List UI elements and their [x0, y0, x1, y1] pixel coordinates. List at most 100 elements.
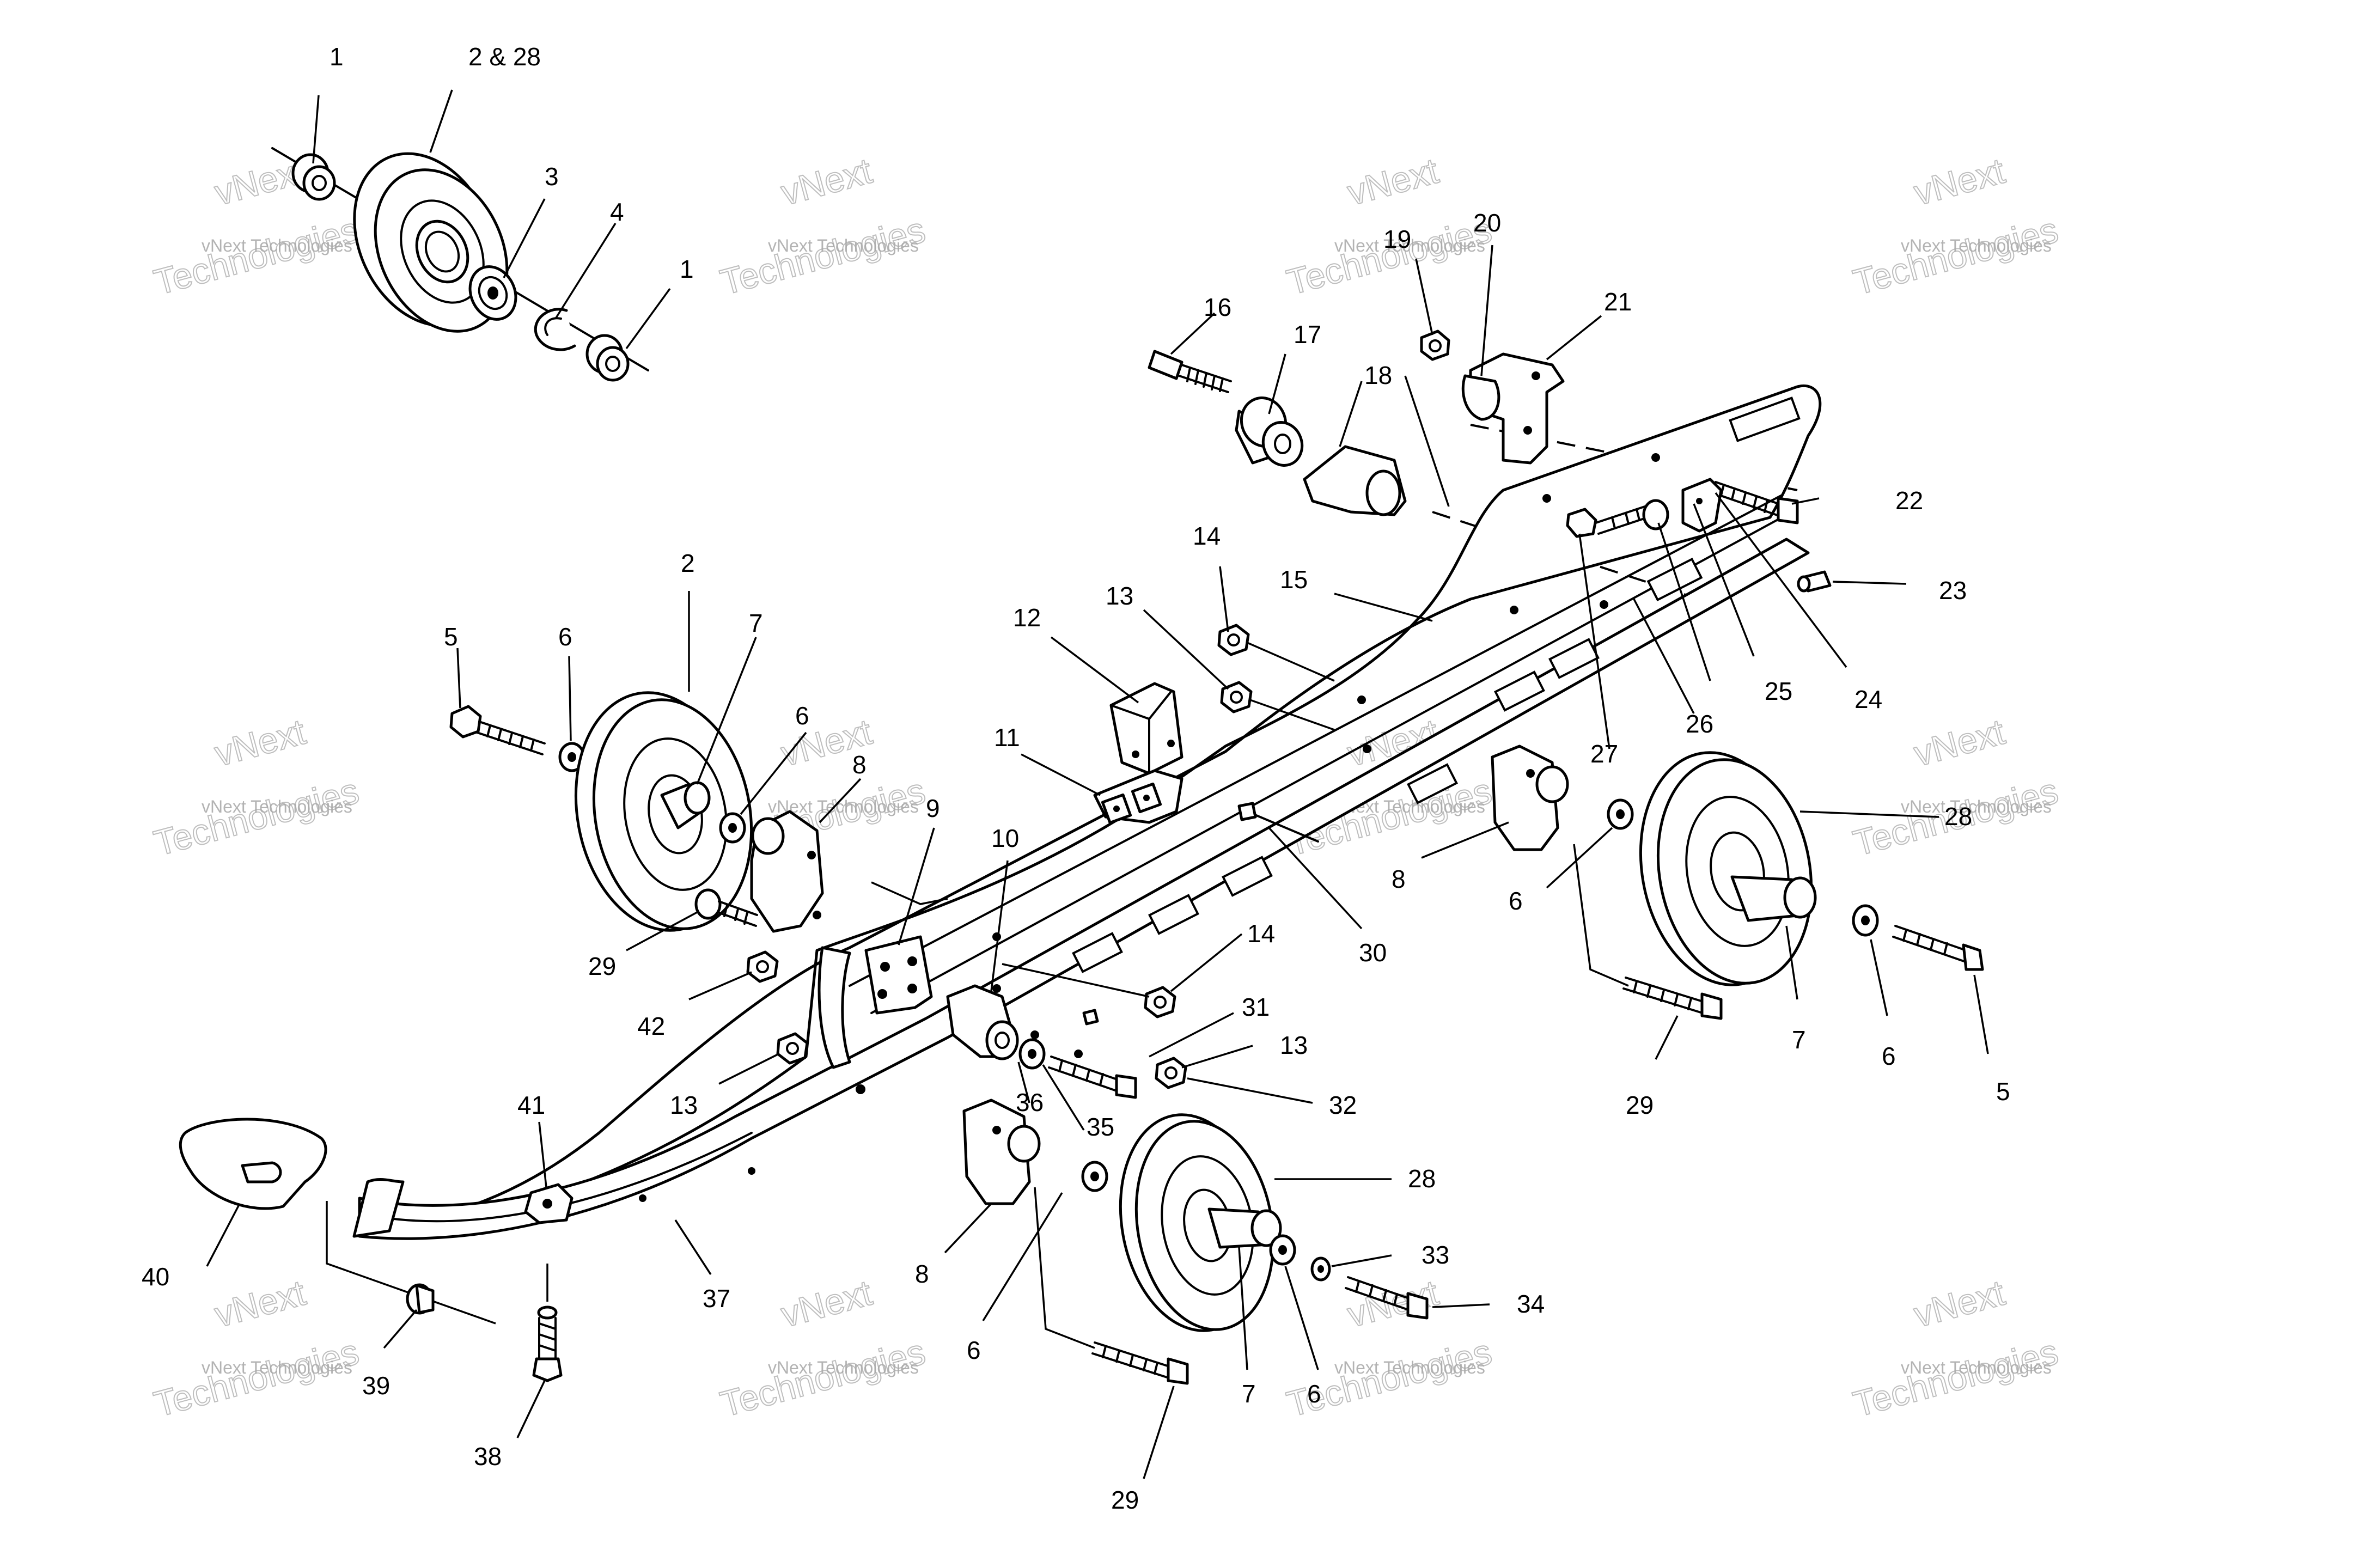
front-wheel-2 [449, 691, 948, 1065]
rail-front-plate [818, 946, 851, 1069]
washer-36 [1018, 1038, 1046, 1070]
callout-7: 7 [1242, 1380, 1256, 1408]
callout-13: 13 [1280, 1031, 1308, 1059]
watermark-big: Technologies [716, 1331, 929, 1424]
plate-9 [864, 935, 933, 1015]
pin-23 [1797, 570, 1832, 593]
watermark-big: Technologies [1283, 209, 1496, 302]
rail-hole [992, 932, 1001, 941]
callout-8: 8 [1392, 865, 1406, 893]
callout-12: 12 [1013, 603, 1041, 632]
pin-31 [1082, 1009, 1099, 1026]
shock-mount-8-b [962, 1099, 1041, 1205]
callout-27: 27 [1590, 740, 1618, 768]
nut-41 [524, 1183, 574, 1224]
callout-28: 28 [1944, 802, 1972, 831]
nut-19 [1420, 330, 1450, 361]
callout-39: 39 [362, 1371, 390, 1400]
callout-29: 29 [588, 952, 616, 980]
callout-24: 24 [1854, 685, 1882, 713]
nut-13-left [776, 1032, 809, 1065]
rail-hole [1030, 1030, 1039, 1039]
watermark: vNext vNext Technologies Technologies [716, 150, 930, 303]
callout-38: 38 [474, 1442, 502, 1471]
washer-6-f [1852, 904, 1879, 937]
callout-37: 37 [703, 1284, 730, 1313]
callout-30: 30 [1359, 938, 1387, 967]
rail-front-tip [352, 1178, 405, 1238]
watermark-big: Technologies [1283, 1331, 1496, 1424]
callout-11: 11 [994, 723, 1020, 752]
rear-wheel-28 [1491, 745, 1984, 1020]
callout-35: 35 [1087, 1113, 1114, 1141]
callout-6: 6 [1307, 1380, 1321, 1408]
middle-parts [1093, 624, 1335, 843]
callout-13: 13 [670, 1091, 698, 1119]
wheel-2 [574, 691, 753, 932]
plug-39 [406, 1283, 435, 1315]
bushing-1-right [585, 334, 630, 382]
watermark-line: vNext Technologies [202, 797, 352, 816]
hidden-line [1034, 1187, 1095, 1349]
callout-7: 7 [1792, 1026, 1806, 1054]
leader-lines [206, 89, 1989, 1479]
watermark-brand: vNext [1910, 711, 2009, 774]
bearing-3 [468, 265, 517, 321]
callout-25: 25 [1765, 677, 1792, 705]
callout-18: 18 [1364, 361, 1392, 389]
washer-6-b [719, 812, 746, 844]
rail-slot [1494, 670, 1545, 712]
idler-wheel-assembly-detail [271, 147, 649, 382]
rail-hole [1510, 606, 1518, 614]
watermark-brand: vNext [210, 1272, 309, 1335]
rail-slot [1407, 763, 1458, 804]
callout-41: 41 [517, 1091, 545, 1119]
watermark-big: Technologies [150, 209, 363, 302]
callout-6: 6 [1882, 1042, 1896, 1070]
callout-labels: 1 2 & 28 3 4 1 16 17 18 19 20 21 22 23 2… [142, 42, 2010, 1514]
callout-42: 42 [637, 1012, 665, 1040]
watermark-brand: vNext [210, 711, 309, 774]
callout-33: 33 [1422, 1241, 1449, 1269]
watermark-line: vNext Technologies [1901, 1358, 2052, 1377]
rail-upper-plate [355, 385, 1822, 1228]
bolt-29-c [1622, 977, 1723, 1020]
rail-hole [748, 1167, 755, 1175]
wheel-28-lower [1119, 1113, 1282, 1332]
spacer-17 [1235, 396, 1304, 467]
callout-2-and-28: 2 & 28 [468, 42, 541, 71]
callout-14: 14 [1193, 522, 1221, 550]
bumper-18 [1303, 445, 1407, 516]
callout-23: 23 [1939, 576, 1967, 605]
callout-32: 32 [1329, 1091, 1357, 1119]
hidden-line [871, 881, 948, 905]
wheel-28-rear [1639, 751, 1817, 986]
callout-1: 1 [330, 42, 344, 71]
callout-36: 36 [1016, 1088, 1044, 1116]
callout-7: 7 [749, 609, 763, 637]
callout-5: 5 [1996, 1077, 2010, 1106]
watermark: vNext vNext Technologies Technologies [149, 1272, 363, 1425]
callout-5: 5 [444, 623, 458, 651]
callout-6: 6 [795, 701, 809, 730]
callout-4: 4 [610, 198, 624, 226]
shock-mount-8-a [750, 810, 824, 933]
watermark-big: Technologies [1849, 1331, 2062, 1424]
rail-slot [1729, 396, 1801, 442]
rail-hole [856, 1084, 865, 1094]
watermark: vNext vNext Technologies Technologies [149, 711, 363, 864]
callout-22: 22 [1895, 486, 1923, 515]
rail-hole [1357, 695, 1366, 704]
bolt-27 [1566, 499, 1669, 538]
callout-31: 31 [1242, 993, 1270, 1021]
watermark-line: vNext Technologies [1901, 236, 2052, 255]
middle-shaft-assembly [946, 963, 1187, 1099]
hinge-11 [1093, 769, 1184, 825]
watermark-line: vNext Technologies [768, 1358, 919, 1377]
callout-13: 13 [1106, 582, 1133, 610]
callout-29: 29 [1626, 1091, 1654, 1119]
hidden-line [1573, 844, 1629, 987]
slide-rail-37 [358, 538, 1810, 1240]
bolt-16 [1148, 350, 1232, 393]
